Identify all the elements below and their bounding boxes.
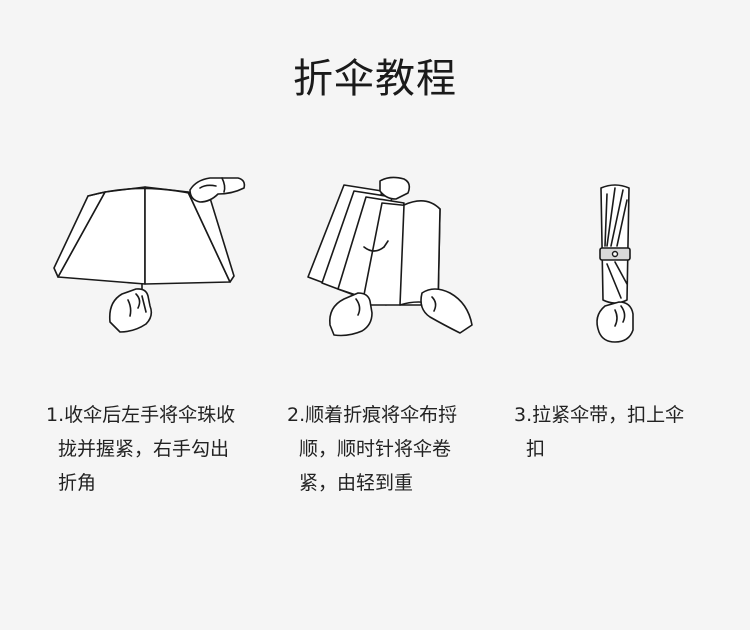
- step-1-line-3: 折角: [58, 472, 97, 494]
- umbrella-roll-illustration: [300, 175, 480, 340]
- step-1-line-2: 拢并握紧，右手勾出: [58, 438, 230, 460]
- step-2-line-3: 紧，由轻到重: [299, 472, 414, 494]
- step-3-line-1: 3.拉紧伞带，扣上伞: [514, 404, 685, 426]
- step-2-line-2: 顺，顺时针将伞卷: [299, 438, 452, 460]
- umbrella-open-fold-illustration: [50, 172, 250, 342]
- umbrella-closed-strap-illustration: [585, 180, 645, 345]
- step-2-line-1: 2.顺着折痕将伞布捋: [287, 404, 458, 426]
- step-1-line-1: 1.收伞后左手将伞珠收: [46, 404, 236, 426]
- step-3-line-2: 扣: [526, 438, 546, 460]
- step-3-text: 3.拉紧伞带，扣上伞 扣: [514, 398, 734, 466]
- page-title: 折伞教程: [293, 56, 457, 102]
- step-2-text: 2.顺着折痕将伞布捋 顺，顺时针将伞卷 紧，由轻到重: [287, 398, 507, 500]
- step-1-text: 1.收伞后左手将伞珠收 拢并握紧，右手勾出 折角: [46, 398, 266, 500]
